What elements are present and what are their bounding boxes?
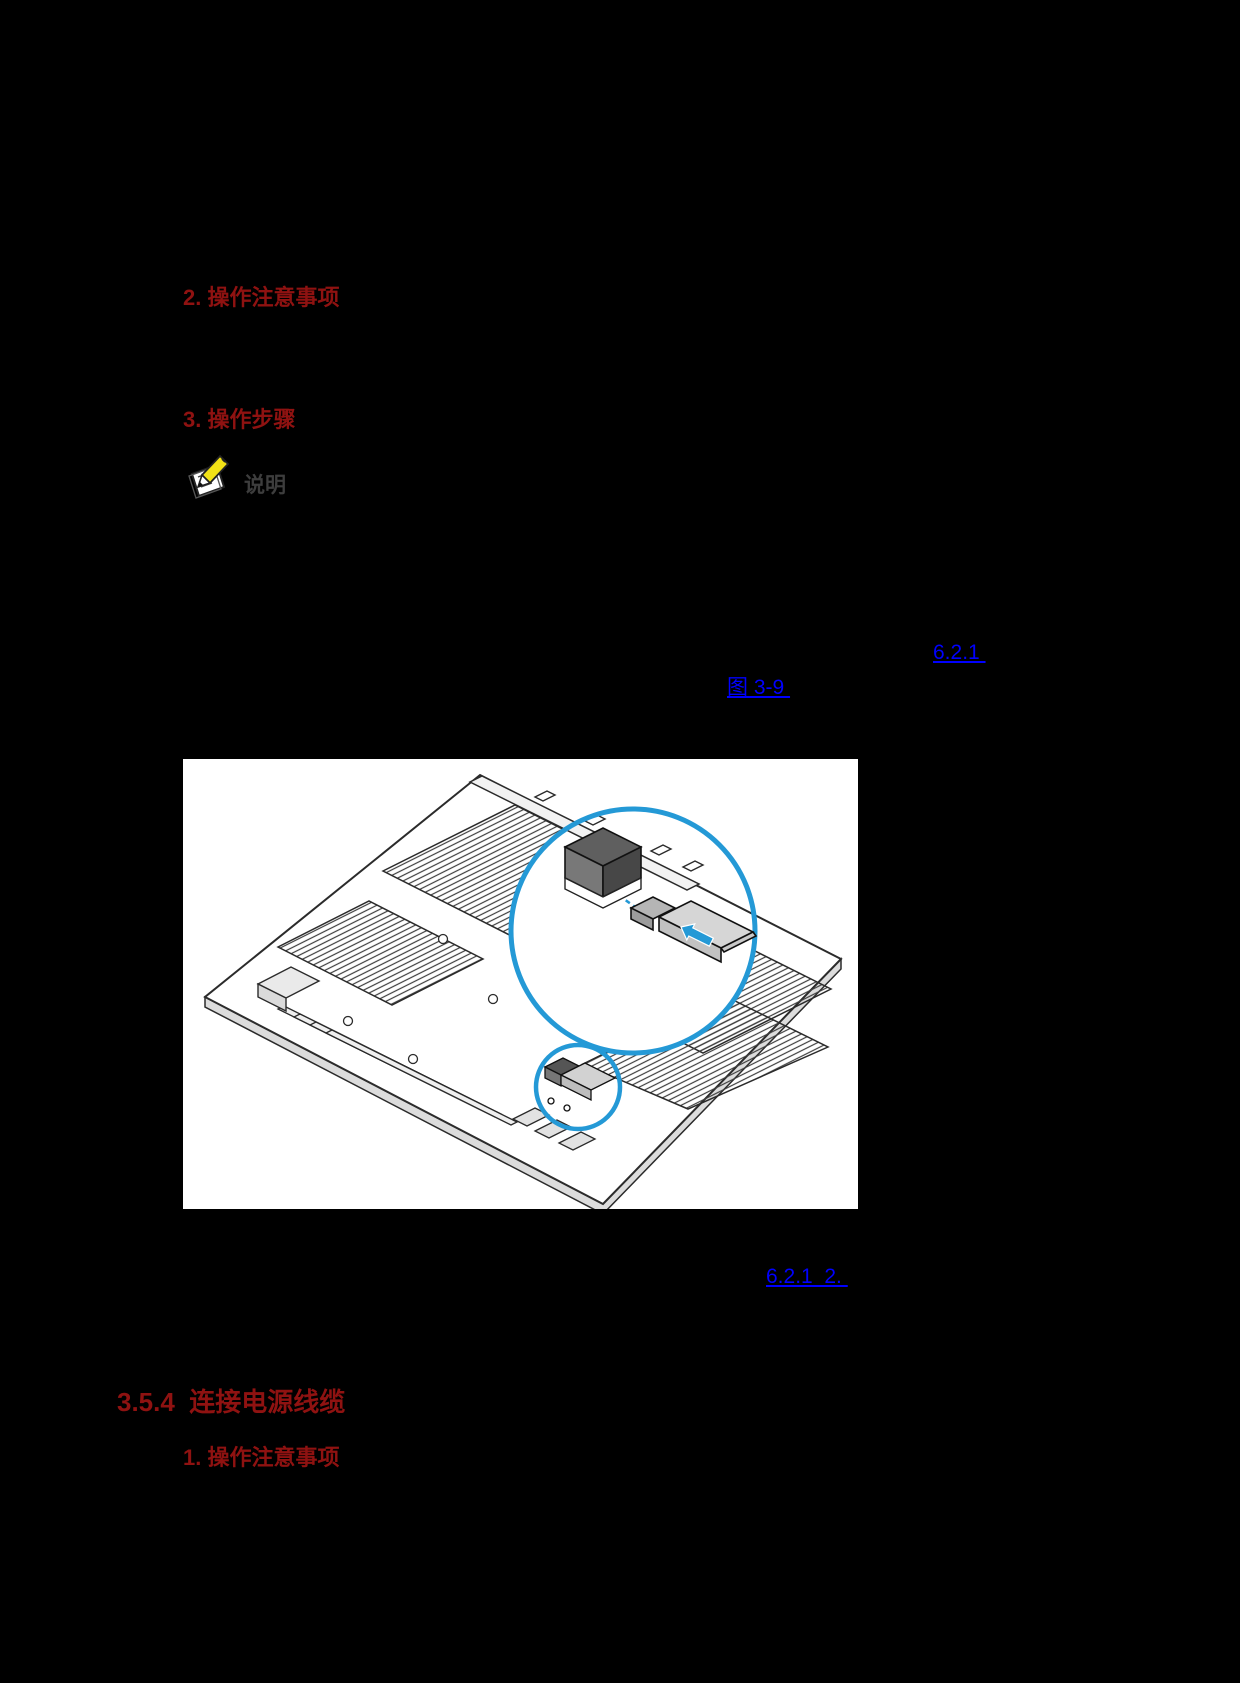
note-callout: 说明: [186, 452, 286, 500]
heading-operation-steps-3: 3. 操作步骤: [183, 407, 296, 432]
usb-port: [563, 827, 643, 913]
screws: [342, 933, 561, 1065]
link-section-6-2-1[interactable]: 6.2.1: [933, 641, 986, 664]
callout-circle-large: [508, 806, 758, 1056]
usb-drive: [629, 896, 758, 964]
motherboard-line-art: [203, 773, 843, 1209]
link-section-6-2-1-2[interactable]: 6.2.1 2.: [766, 1265, 848, 1288]
note-label: 说明: [244, 474, 286, 497]
dimm-slots: [276, 1005, 519, 1126]
heatsink-fins: [276, 804, 833, 1110]
board-components: [256, 804, 833, 1151]
heading-section-3-5-4: 3.5.4 连接电源线缆: [117, 1387, 346, 1417]
note-pencil-icon: [188, 454, 230, 499]
usb-drive-installed: [543, 1057, 617, 1112]
heading-operation-notes-2: 2. 操作注意事项: [183, 285, 340, 310]
figure-usb-install-diagram: [183, 759, 858, 1209]
arrow-up-left-insert-icon: [680, 923, 715, 948]
callout-circle-small: [533, 1042, 623, 1132]
io-connector: [256, 966, 321, 1013]
heading-operation-notes-1: 1. 操作注意事项: [183, 1445, 340, 1470]
link-figure-3-9[interactable]: 图 3-9: [727, 676, 791, 699]
